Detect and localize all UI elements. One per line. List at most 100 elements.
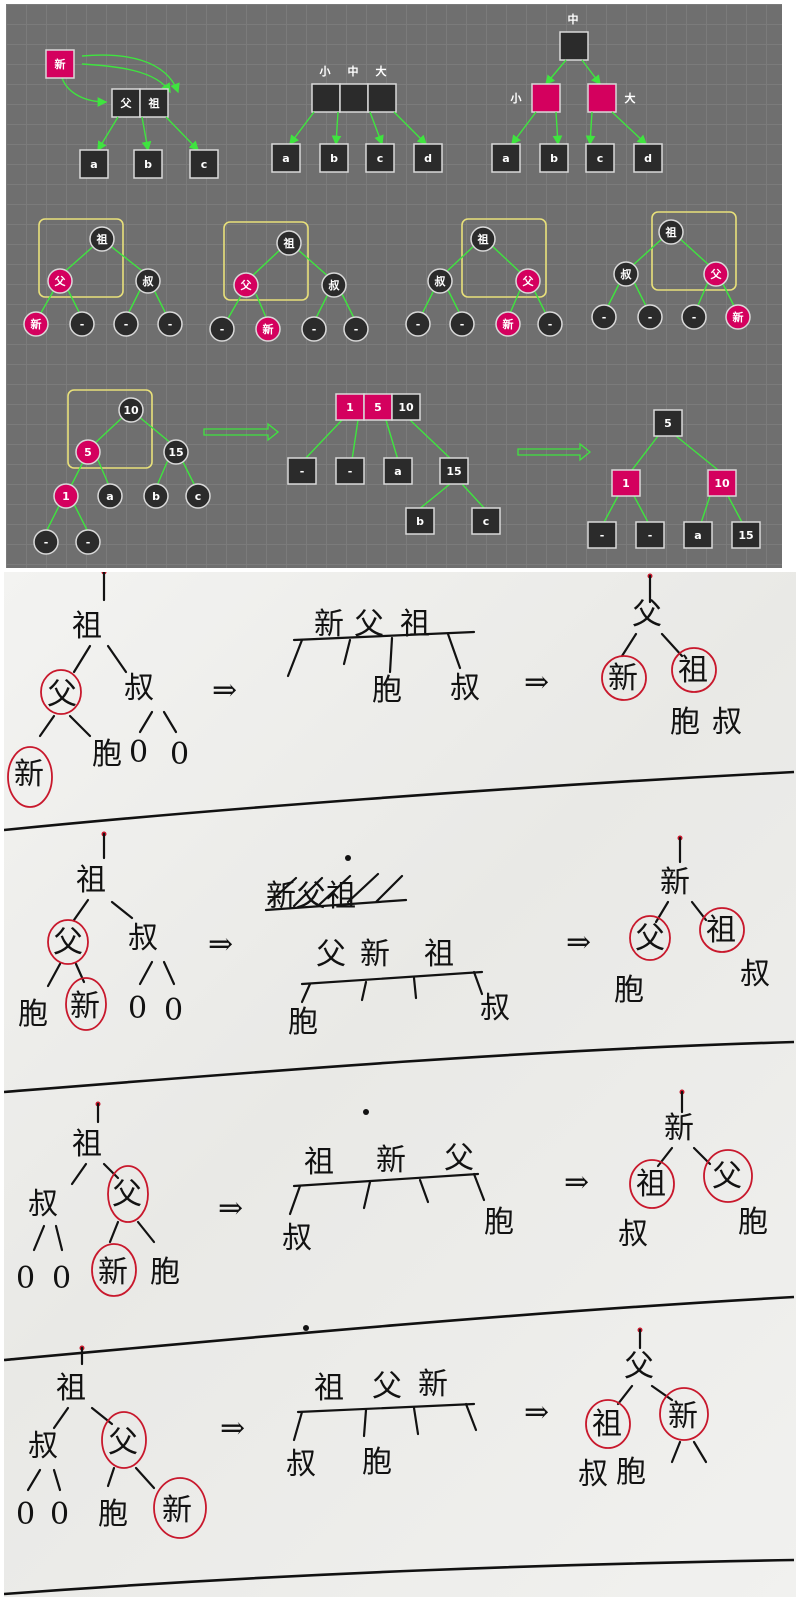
handwritten-row-3: 祖 叔 父 0 0 新 胞 ⇒ 祖 新 父 叔 胞 ⇒ 新 祖 父 叔 胞 <box>16 1089 768 1297</box>
arrow-glyph: ⇒ <box>564 1165 589 1200</box>
sibling-char: 胞 <box>738 1205 768 1240</box>
leaf-b <box>319 143 349 173</box>
nil-node <box>113 311 139 337</box>
case-1-diagram: 祖 父 叔 新 - - - <box>23 218 183 337</box>
node-5 <box>75 439 101 465</box>
node-10 <box>118 397 144 423</box>
node-1-label: 1 <box>346 401 354 414</box>
nil-node <box>343 316 369 342</box>
grand-label: 祖 <box>665 225 677 239</box>
highlight-box <box>67 389 153 469</box>
node-15-label: 15 <box>168 446 183 459</box>
nil-label: - <box>312 323 317 336</box>
nil-node <box>681 304 707 330</box>
node-10-label: 10 <box>714 477 730 490</box>
arrow-glyph: ⇒ <box>566 925 591 960</box>
uncle-char: 叔 <box>618 1217 648 1252</box>
arrow-glyph: ⇒ <box>218 1191 243 1226</box>
nil-label: - <box>124 318 129 331</box>
cross-out-scribble <box>264 872 408 912</box>
node-15 <box>731 521 761 549</box>
nil-label: - <box>602 311 607 324</box>
parent-node <box>515 268 541 294</box>
parent-node-label: 父 <box>120 97 133 110</box>
red-circle <box>585 1399 631 1449</box>
transform-arrow <box>517 442 592 462</box>
new-node <box>255 316 281 342</box>
uncle-char: 叔 <box>480 991 510 1026</box>
node-15-label: 15 <box>738 529 753 542</box>
grand-char: 祖 <box>56 1371 86 1406</box>
big-node <box>587 83 617 113</box>
new-char: 新 <box>418 1367 448 1402</box>
red-circle <box>40 669 82 715</box>
big-node <box>367 83 397 113</box>
uncle-char: 叔 <box>282 1221 312 1256</box>
red-circle <box>659 1387 709 1441</box>
parent-char: 父 <box>712 1159 742 1194</box>
sibling-char: 胞 <box>614 973 644 1008</box>
leaf-c <box>471 507 501 535</box>
parent-node <box>111 88 141 118</box>
node-1-label: 1 <box>622 477 630 490</box>
parent-node <box>703 261 729 287</box>
node-1 <box>53 483 79 509</box>
leaf-a <box>97 483 123 509</box>
leaf-b-label: b <box>152 490 160 503</box>
new-label: 新 <box>263 322 274 336</box>
uncle-char: 叔 <box>286 1447 316 1482</box>
parent-char: 父 <box>108 1425 138 1460</box>
leaf-a-label: a <box>90 158 97 171</box>
node-5-label: 5 <box>664 417 672 430</box>
leaf-c <box>185 483 211 509</box>
node-15-label: 15 <box>446 465 461 478</box>
parent-char: 父 <box>372 1369 402 1404</box>
parent-label: 父 <box>522 275 535 288</box>
leaf-b-label: b <box>416 515 424 528</box>
handwritten-row-2: 祖 父 叔 胞 新 0 0 ⇒ 新父祖 父 新 祖 胞 叔 ⇒ 新 父 祖 胞 … <box>18 831 770 1040</box>
node-10 <box>707 469 737 497</box>
nil-label: - <box>460 318 465 331</box>
nil-node <box>449 311 475 337</box>
arrow-glyph: ⇒ <box>208 927 233 962</box>
nil-node <box>157 311 183 337</box>
leaf-a-label: a <box>106 490 113 503</box>
red-circle <box>107 1165 149 1223</box>
leaf-c-label: c <box>201 158 208 171</box>
nil-char: 0 <box>164 993 183 1028</box>
small-node <box>311 83 341 113</box>
uncle-node <box>427 268 453 294</box>
grand-char: 祖 <box>314 1371 344 1406</box>
new-char: 新 <box>660 865 690 900</box>
parent-char: 父 <box>316 937 346 972</box>
handwritten-notes-photo: 祖 父 叔 新 胞 0 0 ⇒ 新 父 祖 胞 叔 ⇒ 父 新 祖 胞 叔 祖 <box>4 572 796 1597</box>
leaf-b <box>405 507 435 535</box>
parent-label: 父 <box>710 268 723 281</box>
nil-label: - <box>648 311 653 324</box>
red-circle <box>153 1477 207 1539</box>
node-5 <box>653 409 683 437</box>
case-2-diagram: 祖 父 叔 - 新 - - <box>209 221 369 342</box>
ink-dot <box>363 1109 369 1115</box>
grand-char: 祖 <box>76 863 106 898</box>
nil-label: - <box>220 323 225 336</box>
nil-node <box>537 311 563 337</box>
diagram-panel: 新 父 祖 a b c 小 中 大 a b c d 中 <box>6 4 782 568</box>
nil-char: 0 <box>52 1261 71 1296</box>
grand-char: 祖 <box>678 653 708 688</box>
nil-label: - <box>86 536 91 549</box>
nil-node <box>405 311 431 337</box>
grand-char: 祖 <box>592 1407 622 1442</box>
uncle-label: 叔 <box>143 274 155 288</box>
new-char: 新 <box>360 937 390 972</box>
uncle-char: 叔 <box>450 671 480 706</box>
sibling-char: 胞 <box>150 1255 180 1290</box>
nil-node <box>635 521 665 549</box>
leaf-c <box>365 143 395 173</box>
example-tree-2: 1 5 10 - - a 15 b c <box>287 393 501 535</box>
nil-node <box>287 457 317 485</box>
new-char: 新 <box>608 661 638 696</box>
parent-char: 父 <box>53 925 83 960</box>
leaf-c-label: c <box>377 152 384 165</box>
sibling-char: 胞 <box>92 737 122 772</box>
